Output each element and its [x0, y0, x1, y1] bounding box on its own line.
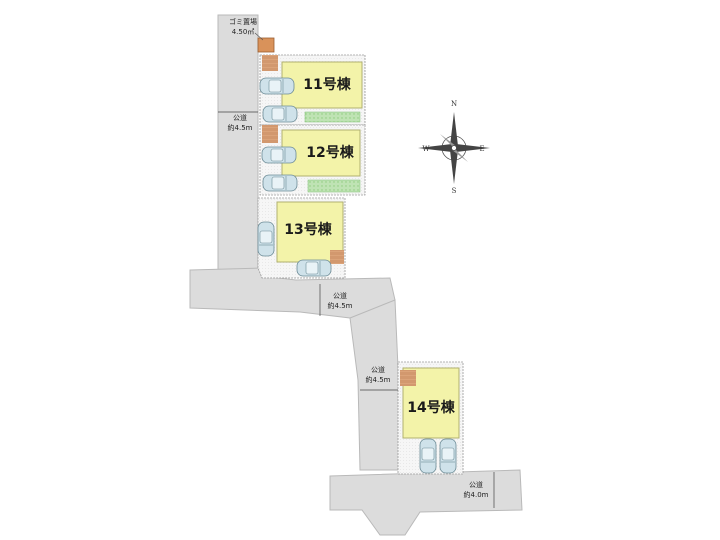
- lot-13-car-2: [296, 259, 332, 277]
- lot-13: 13号棟: [257, 197, 346, 279]
- garbage-area: [257, 37, 275, 53]
- svg-text:約4.5m: 約4.5m: [366, 375, 391, 384]
- lot-11-label: 11号棟: [303, 76, 351, 93]
- road-upper-vertical: [217, 14, 259, 279]
- svg-text:公道: 公道: [371, 365, 385, 374]
- compass-rose-icon: N S W E: [418, 100, 490, 195]
- lot-13-label: 13号棟: [284, 221, 332, 238]
- lot-14-label: 14号棟: [407, 399, 455, 416]
- svg-text:公道: 公道: [233, 113, 247, 122]
- lot-12-car-2: [262, 174, 298, 192]
- lot-12-garden: [307, 179, 361, 193]
- lot-11-car-2: [262, 105, 298, 123]
- lot-13-deck: [330, 250, 344, 264]
- lot-12: 12号棟: [259, 124, 366, 196]
- road-network: [189, 14, 523, 536]
- svg-text:約4.0m: 約4.0m: [464, 490, 489, 499]
- lot-14-car-1: [419, 438, 437, 474]
- svg-text:約4.5m: 約4.5m: [328, 301, 353, 310]
- compass-north-label: N: [451, 100, 457, 108]
- road-width-label-2: 公道 約4.5m: [319, 284, 353, 316]
- lot-11-car-1: [259, 77, 295, 95]
- compass-east-label: E: [479, 145, 484, 153]
- road-bottom: [329, 469, 523, 536]
- lot-12-label: 12号棟: [306, 144, 354, 161]
- road-width-label-3: 公道 約4.5m: [360, 365, 398, 391]
- svg-text:公道: 公道: [333, 291, 347, 300]
- lot-14: 14号棟: [397, 361, 464, 475]
- lot-12-deck: [262, 125, 278, 143]
- compass-south-label: S: [452, 187, 457, 195]
- svg-text:4.50㎡: 4.50㎡: [232, 28, 255, 36]
- garbage-label: ゴミ置場 4.50㎡: [229, 17, 257, 36]
- lot-14-car-2: [439, 438, 457, 474]
- lot-11-garden: [304, 111, 361, 123]
- lot-14-deck: [400, 370, 416, 386]
- svg-text:公道: 公道: [469, 480, 483, 489]
- svg-text:約4.5m: 約4.5m: [228, 123, 253, 132]
- lot-13-car-1: [257, 221, 275, 257]
- lot-11: 11号棟: [259, 54, 366, 126]
- svg-text:ゴミ置場: ゴミ置場: [229, 17, 257, 26]
- road-width-label-4: 公道 約4.0m: [464, 472, 495, 508]
- lot-12-car-1: [261, 146, 297, 164]
- compass-west-label: W: [422, 145, 430, 153]
- road-width-label-1: 公道 約4.5m: [218, 111, 258, 132]
- lot-11-building: [281, 61, 363, 109]
- lot-11-deck: [262, 55, 278, 71]
- road-lower-vertical: [349, 299, 401, 471]
